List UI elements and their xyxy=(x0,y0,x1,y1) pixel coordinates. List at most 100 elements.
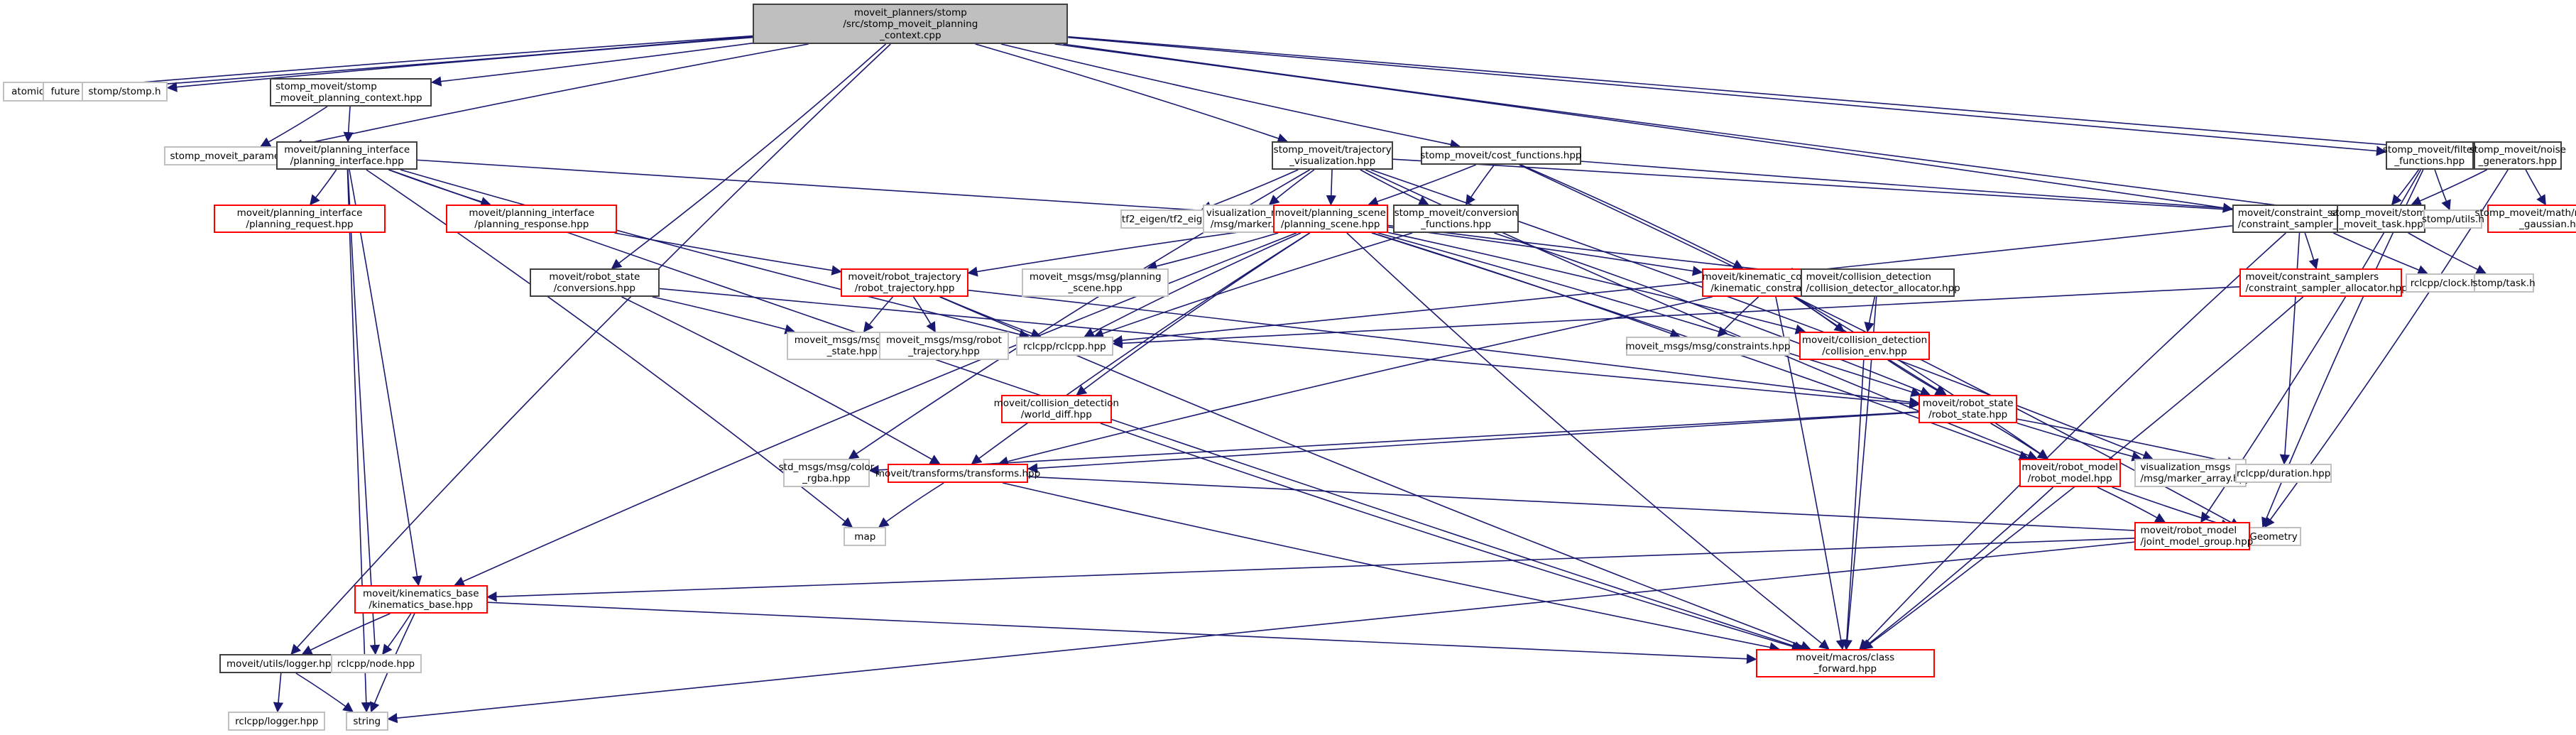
node-robot-model-hpp[interactable]: moveit/robot_model /robot_model.hpp xyxy=(2019,459,2121,487)
node-multivariate-gaussian-hpp[interactable]: stomp_moveit/math/multivariate _gaussian… xyxy=(2474,205,2576,233)
edge-robot_trajectory-to-msg_robot_trajectory xyxy=(912,296,936,333)
edge-planning_scene-to-rclcpp_hpp xyxy=(1084,232,1301,337)
edge-planning_scene-to-collision_env xyxy=(1387,232,1806,334)
node-filter-functions-hpp[interactable]: stomp_moveit/filter _functions.hpp xyxy=(2383,141,2477,170)
edge-planning_interface-to-planning_request xyxy=(310,169,337,206)
edge-robot_model-to-eigen_geometry xyxy=(2112,486,2232,530)
node-rclcpp-logger-hpp: rclcpp/logger.hpp xyxy=(228,712,326,731)
edge-kinematic_constraint-to-transforms xyxy=(998,296,1713,467)
edge-kinematics_base-to-logger xyxy=(301,613,391,655)
node-planning-request-hpp[interactable]: moveit/planning_interface /planning_requ… xyxy=(214,205,386,233)
node-root-file[interactable]: moveit_planners/stomp /src/stomp_moveit_… xyxy=(753,4,1069,44)
edge-kinematic_constraint-to-collision_env xyxy=(1793,296,1845,332)
edge-robot_trajectory-to-msg_robot_state xyxy=(863,296,894,333)
node-planning-scene-hpp[interactable]: moveit/planning_scene /planning_scene.hp… xyxy=(1272,205,1388,233)
node-stomp-utils-h: stomp/utils.h xyxy=(2422,209,2484,229)
node-stomp-h: stomp/stomp.h xyxy=(81,82,168,102)
node-stomp-moveit-planning-context-hpp[interactable]: stomp_moveit/stomp _moveit_planning_cont… xyxy=(270,78,432,107)
edge-cs_manager-to-rclcpp_hpp xyxy=(1112,225,2232,346)
edge-planning_context_hpp-to-parameters_hpp xyxy=(260,106,328,147)
node-robot-state-conversions-hpp[interactable]: moveit/robot_state /conversions.hpp xyxy=(529,268,660,297)
node-class-forward-hpp[interactable]: moveit/macros/class _forward.hpp xyxy=(1755,649,1935,677)
edge-robot_state-to-robot_model xyxy=(1990,423,2048,459)
node-rclcpp-node-hpp: rclcpp/node.hpp xyxy=(330,654,422,673)
edge-noise_generators-to-multivariate_gaussian xyxy=(2525,169,2546,206)
edge-root-to-stomp_h xyxy=(166,36,753,92)
edge-robot_model-to-class_forward xyxy=(1861,486,2054,650)
edge-planning_scene-to-msg_constraints xyxy=(1372,232,1681,339)
edge-kinematic_constraint-to-robot_model xyxy=(1794,296,2049,459)
node-collision-env-hpp[interactable]: moveit/collision_detection /collision_en… xyxy=(1799,332,1930,360)
node-planning-response-hpp[interactable]: moveit/planning_interface /planning_resp… xyxy=(446,205,618,233)
edge-cs_manager-to-rclcpp_duration xyxy=(2279,232,2301,465)
edge-rs_conversions-to-msg_robot_state xyxy=(652,296,796,334)
edge-rs_conversions-to-transforms xyxy=(621,296,941,464)
edge-robot_state-to-rclcpp_duration xyxy=(2016,418,2238,467)
node-conversion-functions-hpp[interactable]: stomp_moveit/conversion _functions.hpp xyxy=(1393,205,1519,233)
edge-root-to-stomp_moveit_task xyxy=(1063,43,2337,217)
edge-logger-to-string xyxy=(295,673,354,712)
node-string: string xyxy=(345,712,388,731)
node-stomp-task-h: stomp/task.h xyxy=(2473,273,2536,293)
edge-noise_generators-to-stomp_moveit_task xyxy=(2411,169,2487,206)
edge-kinematic_constraint-to-msg_constraints xyxy=(1717,296,1759,338)
node-msg-robot-trajectory-hpp: moveit_msgs/msg/robot _trajectory.hpp xyxy=(878,332,1010,360)
node-msg-planning-scene-hpp: moveit_msgs/msg/planning _scene.hpp xyxy=(1022,268,1169,297)
edge-trajectory_visualization-to-tf2_eigen xyxy=(1201,169,1299,212)
edge-root-to-parameters_hpp xyxy=(292,43,809,150)
edge-cs_manager-to-cs_allocator xyxy=(2304,232,2319,270)
edge-robot_state-to-marker_array xyxy=(2016,423,2143,462)
edge-kinematics_base-to-rclcpp_node xyxy=(382,613,412,655)
edge-transforms-to-class_forward xyxy=(1002,482,1780,653)
node-noise-generators-hpp[interactable]: stomp_moveit/noise _generators.hpp xyxy=(2469,141,2566,170)
node-map: map xyxy=(844,527,887,546)
node-joint-model-group-hpp[interactable]: moveit/robot_model /joint_model_group.hp… xyxy=(2134,522,2253,550)
edge-robot_state-to-transforms xyxy=(1027,411,1919,474)
node-marker-array-hpp: visualization_msgs /msg/marker_array.hpp xyxy=(2134,459,2252,487)
edge-robot_trajectory-to-robot_state xyxy=(968,289,1920,408)
node-world-diff-hpp[interactable]: moveit/collision_detection /world_diff.h… xyxy=(994,395,1119,423)
edge-planning_interface-to-string xyxy=(346,169,372,713)
node-constraint-sampler-allocator-hpp[interactable]: moveit/constraint_samplers /constraint_s… xyxy=(2239,268,2408,297)
edge-logger-to-rclcpp_logger xyxy=(273,673,284,713)
edge-cost_functions-to-stomp_moveit_task xyxy=(1581,160,2337,220)
node-robot-trajectory-hpp[interactable]: moveit/robot_trajectory /robot_trajector… xyxy=(841,268,968,297)
node-collision-detector-allocator-hpp[interactable]: moveit/collision_detection /collision_de… xyxy=(1800,268,1960,297)
edge-kinematics_base-to-class_forward xyxy=(487,601,1757,664)
node-stomp-moveit-task-hpp[interactable]: stomp_moveit/stomp _moveit_task.hpp xyxy=(2330,205,2432,233)
edge-cs_manager-to-class_forward xyxy=(1859,232,2286,650)
edge-transforms-to-map xyxy=(878,482,944,528)
edge-joint_model_group-to-kinematics_base xyxy=(486,538,2135,602)
edge-root-to-planning_context_hpp xyxy=(431,42,753,87)
edge-collision_env-to-robot_state xyxy=(1887,359,1946,396)
edge-planning_interface-to-rclcpp_hpp xyxy=(400,169,1030,339)
node-planning-interface-hpp[interactable]: moveit/planning_interface /planning_inte… xyxy=(276,141,417,170)
edge-trajectory_visualization-to-vis_marker xyxy=(1268,169,1315,205)
edge-cost_functions-to-planning_scene xyxy=(1368,164,1477,207)
edge-cd_allocator-to-collision_env xyxy=(1864,296,1876,333)
node-trajectory-visualization-hpp[interactable]: stomp_moveit/trajectory _visualization.h… xyxy=(1272,141,1394,170)
edge-filter_functions-to-stomp_utils xyxy=(2434,169,2451,211)
edge-conversion_functions-to-robot_state xyxy=(1494,232,1931,396)
edge-planning_scene-to-transforms xyxy=(971,232,1310,464)
node-kinematics-base-hpp[interactable]: moveit/kinematics_base /kinematics_base.… xyxy=(354,585,488,614)
node-moveit-logger-hpp[interactable]: moveit/utils/logger.hpp xyxy=(219,654,344,673)
node-robot-state-hpp[interactable]: moveit/robot_state /robot_state.hpp xyxy=(1919,395,2018,423)
edge-cost_functions-to-kinematic_constraint xyxy=(1520,164,1744,269)
edge-robot_model-to-joint_model_group xyxy=(2097,486,2166,523)
edge-planning_scene-to-robot_state xyxy=(1377,232,1922,397)
node-rclcpp-hpp: rclcpp/rclcpp.hpp xyxy=(1016,337,1113,356)
node-rclcpp-duration-hpp: rclcpp/duration.hpp xyxy=(2234,464,2332,483)
node-transforms-hpp[interactable]: moveit/transforms/transforms.hpp xyxy=(875,464,1040,483)
edge-root-to-logger xyxy=(290,43,891,655)
node-color-rgba-hpp: std_msgs/msg/color _rgba.hpp xyxy=(779,459,874,487)
node-msg-constraints-hpp: moveit_msgs/msg/constraints.hpp xyxy=(1625,337,1791,356)
edge-trajectory_visualization-to-planning_scene xyxy=(1326,169,1337,206)
edge-planning_scene-to-robot_trajectory xyxy=(967,227,1273,277)
edge-root-to-cs_manager xyxy=(1054,43,2234,213)
edge-filter_functions-to-stomp_moveit_task xyxy=(2391,169,2420,206)
edge-robot_trajectory-to-rclcpp_hpp xyxy=(940,296,1042,339)
edge-cost_functions-to-conversion_functions xyxy=(1466,164,1495,206)
node-cost-functions-hpp[interactable]: stomp_moveit/cost_functions.hpp xyxy=(1420,146,1581,165)
